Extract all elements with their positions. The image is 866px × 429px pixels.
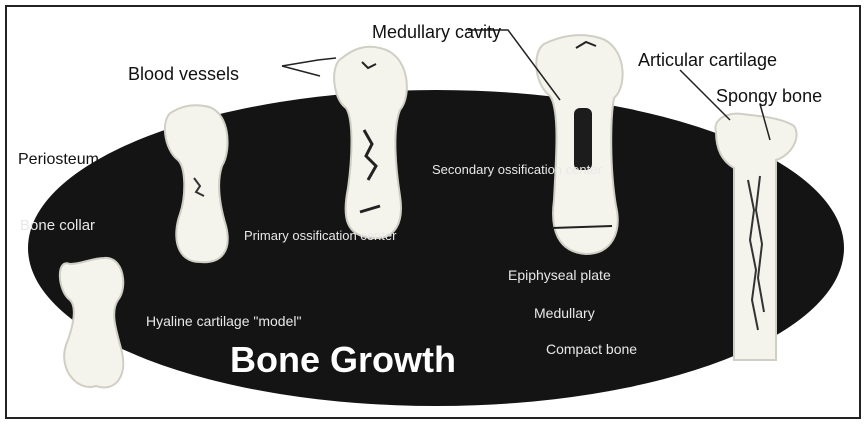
label-epiphyseal-plate: Epiphyseal plate [508,267,611,283]
label-compact-bone: Compact bone [546,341,637,357]
label-spongy-bone: Spongy bone [716,86,822,106]
label-periosteum: Periosteum [18,151,99,168]
label-primary-ossification: Primary ossification center [244,228,397,243]
label-hyaline-cartilage-text: Hyaline cartilage "model" [146,313,301,329]
label-secondary-ossification: Secondary ossification center [432,162,602,177]
label-blood-vessels: Blood vessels [128,64,239,84]
diagram-title: Bone Growth [230,339,456,380]
label-bone-collar: Bone collar [20,217,95,234]
label-medullary-cavity: Medullary cavity [372,22,501,42]
label-articular-cartilage: Articular cartilage [638,50,777,70]
label-medullary: Medullary [534,305,595,321]
label-hyaline-cartilage: Hyaline cartilage "model" [146,313,301,329]
